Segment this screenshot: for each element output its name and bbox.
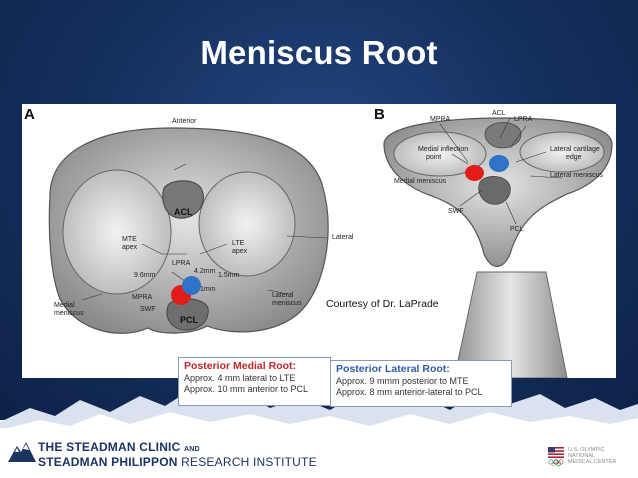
lateral-root-line-2: Approx. 8 mm anterior-lateral to PCL xyxy=(336,387,483,397)
usoc-medical-center-logo-text: U.S. OLYMPIC NATIONAL MEDICAL CENTER xyxy=(568,447,617,465)
anatomy-figure: A Anterior ACL MTE apex LTE apex LPRA 9.… xyxy=(22,104,616,378)
label-acl-a: ACL xyxy=(174,207,193,217)
label-lateral-meniscus-a: Lateral meniscus xyxy=(272,292,302,307)
steadman-clinic-logo-text: THE STEADMAN CLINIC AND STEADMAN PHILIPP… xyxy=(38,440,317,469)
label-1mm: 1mm xyxy=(200,286,216,293)
footer-bar xyxy=(0,428,638,478)
label-1-5mm: 1.5mm xyxy=(218,272,240,279)
olympic-rings-icon xyxy=(548,459,564,466)
label-lateral: Lateral xyxy=(332,234,354,241)
label-lateral-meniscus-b: Lateral meniscus xyxy=(550,172,603,179)
medial-root-marker-b xyxy=(465,165,484,181)
label-pcl-a: PCL xyxy=(180,315,198,325)
lateral-root-callout: Posterior Lateral Root: Approx. 9 mmm po… xyxy=(330,360,512,407)
label-lateral-cartilage: Lateral cartilage edge xyxy=(550,146,600,161)
label-medial-inflection: Medial inflection point xyxy=(418,146,469,161)
label-swf-a: SWF xyxy=(140,306,156,313)
lateral-root-marker xyxy=(182,276,201,295)
image-credit: Courtesy of Dr. LaPrade xyxy=(326,298,439,310)
label-4-2mm: 4.2mm xyxy=(194,268,216,275)
medial-root-line-1: Approx. 4 mm lateral to LTE xyxy=(184,373,296,383)
steadman-mountain-logo-icon xyxy=(8,442,36,462)
label-acl-b: ACL xyxy=(492,110,506,117)
label-mpra-b: MPRA xyxy=(430,116,451,123)
medial-root-title: Posterior Medial Root: xyxy=(184,360,297,372)
label-anterior: Anterior xyxy=(172,118,197,125)
label-mpra: MPRA xyxy=(132,294,153,301)
panel-b-label: B xyxy=(374,106,385,123)
label-lpra: LPRA xyxy=(172,260,191,267)
slide-title: Meniscus Root xyxy=(200,34,438,71)
label-lpra-b: LPRA xyxy=(514,116,533,123)
label-mte-apex: MTE apex xyxy=(122,236,138,251)
tibial-plateau-illustration xyxy=(48,117,613,378)
lateral-root-marker-b xyxy=(489,155,509,172)
panel-a-label: A xyxy=(24,106,35,123)
medial-root-line-2: Approx. 10 mm anterior to PCL xyxy=(184,384,309,394)
label-pcl-b: PCL xyxy=(510,226,524,233)
us-flag-icon xyxy=(548,447,564,458)
label-9-6mm: 9.6mm xyxy=(134,272,156,279)
lateral-root-title: Posterior Lateral Root: xyxy=(336,363,450,375)
label-lte-apex: LTE apex xyxy=(232,240,248,255)
lateral-root-line-1: Approx. 9 mmm posterior to MTE xyxy=(336,376,469,386)
label-swf-b: SWF xyxy=(448,208,464,215)
medial-root-callout: Posterior Medial Root: Approx. 4 mm late… xyxy=(178,357,331,406)
label-medial-meniscus-b: Medial meniscus xyxy=(394,178,447,185)
label-medial-meniscus-a: Medial meniscus xyxy=(54,302,84,317)
